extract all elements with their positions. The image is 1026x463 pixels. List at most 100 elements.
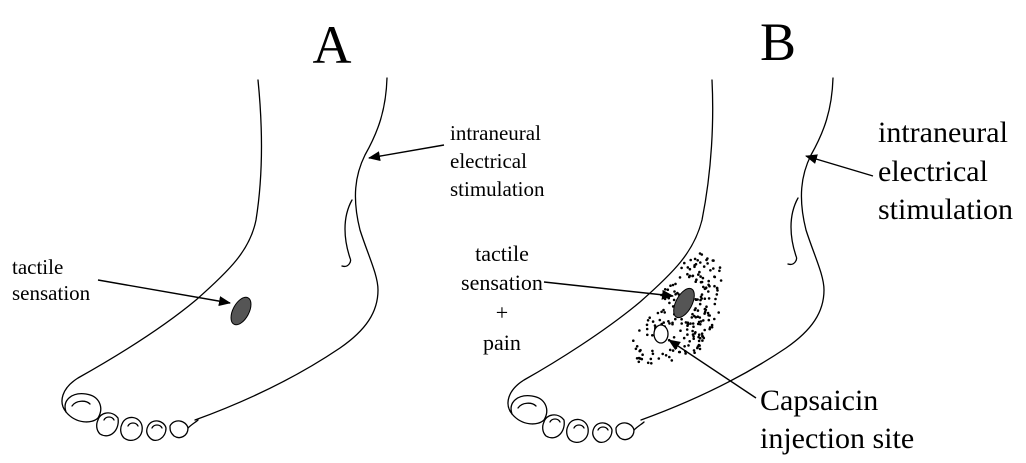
stim-label-a-line3: stimulation bbox=[450, 177, 545, 201]
pain-stipple-dot bbox=[719, 266, 722, 269]
tactile-sensation-spot-a bbox=[227, 294, 255, 328]
pain-stipple-dot bbox=[661, 353, 664, 356]
pain-stipple-dot bbox=[686, 333, 689, 336]
pain-stipple-dot bbox=[641, 353, 644, 356]
tactile-label-a-line2: sensation bbox=[12, 281, 91, 305]
pain-stipple-dot bbox=[692, 333, 695, 336]
pain-stipple-dot bbox=[700, 297, 703, 300]
pain-stipple-dot bbox=[692, 337, 695, 340]
pain-stipple-dot bbox=[663, 311, 666, 314]
pain-stipple-dot bbox=[687, 323, 690, 326]
pain-stipple-dot bbox=[699, 316, 702, 319]
pain-stipple-dot bbox=[698, 271, 701, 274]
stim-label-a-line1: intraneural bbox=[450, 121, 541, 145]
pain-stipple-dot bbox=[718, 270, 721, 273]
pain-stipple-dot bbox=[701, 339, 704, 342]
pain-stipple-dot bbox=[699, 337, 702, 340]
pain-stipple-dot bbox=[680, 318, 683, 321]
pain-stipple-dot bbox=[699, 261, 702, 264]
pain-stipple-dot bbox=[674, 283, 677, 286]
pain-stipple-dot bbox=[707, 280, 710, 283]
pain-stipple-dot bbox=[691, 313, 694, 316]
pain-stipple-dot bbox=[708, 319, 711, 322]
pain-stipple-dot bbox=[658, 357, 661, 360]
pain-stipple-dot bbox=[652, 320, 655, 323]
pain-stipple-dot bbox=[691, 316, 694, 319]
pain-stipple-dot bbox=[691, 330, 694, 333]
pain-stipple-dot bbox=[685, 321, 688, 324]
injection-label-b-line2: injection site bbox=[760, 422, 914, 455]
panel-a-letter: A bbox=[313, 15, 352, 75]
pain-stipple-dot bbox=[650, 362, 653, 365]
pain-stipple-dot bbox=[713, 318, 716, 321]
pain-stipple-dot bbox=[648, 316, 651, 319]
pain-stipple-dot bbox=[711, 324, 714, 327]
pain-stipple-dot bbox=[709, 326, 712, 329]
pain-stipple-dot bbox=[699, 275, 702, 278]
pain-stipple-dot bbox=[705, 286, 708, 289]
pain-stipple-dot bbox=[683, 345, 686, 348]
pain-stipple-dot bbox=[707, 312, 710, 315]
pain-stipple-dot bbox=[638, 357, 641, 360]
pain-stipple-dot bbox=[687, 344, 690, 347]
pain-stipple-dot bbox=[717, 311, 720, 314]
pain-stipple-dot bbox=[675, 347, 678, 350]
pain-stipple-dot bbox=[692, 322, 695, 325]
pain-stipple-dot bbox=[704, 297, 707, 300]
tactile-label-b-line4: pain bbox=[483, 330, 521, 355]
pain-stipple-dot bbox=[678, 351, 681, 354]
pain-stipple-dot bbox=[708, 314, 711, 317]
pain-stipple-dot bbox=[662, 309, 665, 312]
pain-stipple-dot bbox=[673, 336, 676, 339]
pain-stipple-dot bbox=[693, 315, 696, 318]
pain-stipple-dot bbox=[672, 284, 675, 287]
pain-stipple-dot bbox=[669, 349, 672, 352]
pain-stipple-dot bbox=[695, 263, 698, 266]
pain-stipple-dot bbox=[671, 322, 674, 325]
pain-stipple-dot bbox=[698, 321, 701, 324]
pain-stipple-dot bbox=[671, 359, 674, 362]
pain-stipple-dot bbox=[694, 331, 697, 334]
pain-stipple-dot bbox=[647, 362, 650, 365]
pain-stipple-dot bbox=[679, 276, 682, 279]
tactile-label-b-line2: sensation bbox=[461, 270, 543, 295]
pain-stipple-dot bbox=[701, 332, 704, 335]
pain-stipple-dot bbox=[651, 334, 654, 337]
pain-stipple-dot bbox=[667, 288, 670, 291]
pain-stipple-dot bbox=[707, 290, 710, 293]
stim-label-b-line2: electrical bbox=[878, 155, 988, 188]
pain-stipple-dot bbox=[707, 284, 710, 287]
pain-stipple-dot bbox=[639, 349, 642, 352]
pain-stipple-dot bbox=[646, 324, 649, 327]
pain-stipple-dot bbox=[693, 349, 696, 352]
pain-stipple-dot bbox=[680, 322, 683, 325]
pain-stipple-dot bbox=[716, 289, 719, 292]
pain-stipple-dot bbox=[692, 325, 695, 328]
pain-stipple-dot bbox=[668, 356, 671, 359]
tactile-label-a-line1: tactile bbox=[12, 255, 63, 279]
pain-stipple-dot bbox=[697, 309, 700, 312]
pain-stipple-dot bbox=[688, 276, 691, 279]
stim-label-b-line1: intraneural bbox=[878, 116, 1008, 149]
pain-stipple-dot bbox=[673, 290, 676, 293]
pain-stipple-dot bbox=[641, 358, 644, 361]
pain-stipple-dot bbox=[712, 259, 715, 262]
pain-stipple-dot bbox=[694, 258, 697, 261]
pain-stipple-dot bbox=[652, 353, 655, 356]
pain-stipple-dot bbox=[687, 266, 690, 269]
pain-stipple-dot bbox=[697, 273, 700, 276]
pain-stipple-dot bbox=[632, 339, 635, 342]
pain-stipple-dot bbox=[699, 303, 702, 306]
pain-stipple-dot bbox=[673, 299, 676, 302]
pain-stipple-dot bbox=[668, 302, 671, 305]
pain-stipple-dot bbox=[659, 319, 662, 322]
pain-stipple-dot bbox=[701, 281, 704, 284]
pain-stipple-dot bbox=[667, 320, 670, 323]
pain-stipple-dot bbox=[698, 340, 701, 343]
pain-stipple-dot bbox=[706, 262, 709, 265]
pain-stipple-dot bbox=[672, 349, 675, 352]
pain-stipple-dot bbox=[665, 354, 668, 357]
pain-stipple-dot bbox=[683, 337, 686, 340]
